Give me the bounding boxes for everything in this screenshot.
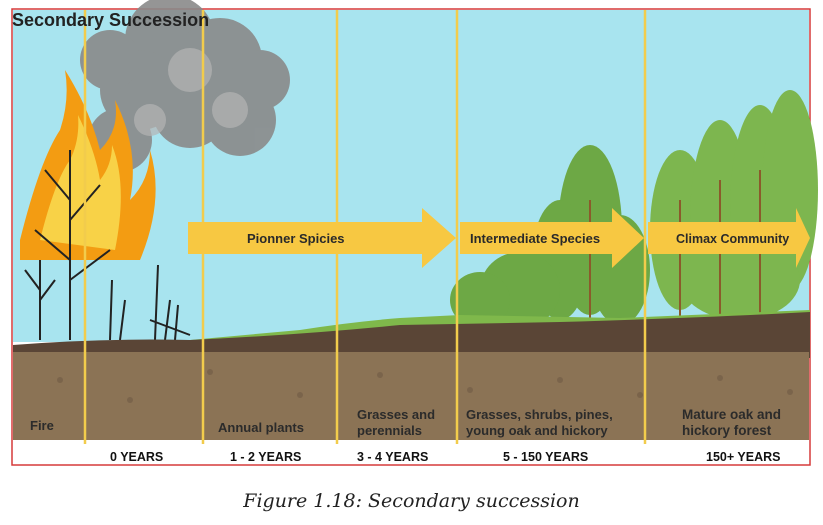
arrow-climax bbox=[648, 208, 810, 268]
stage-line: young oak and hickory bbox=[466, 423, 608, 438]
stage-label-shrubs: Grasses, shrubs, pines, young oak and hi… bbox=[466, 407, 613, 439]
stage-label-fire: Fire bbox=[30, 418, 54, 434]
stage-line: Fire bbox=[30, 418, 54, 433]
stage-line: Mature oak and bbox=[682, 407, 782, 422]
arrow-label-intermediate: Intermediate Species bbox=[470, 231, 601, 246]
stage-line: Grasses and bbox=[357, 407, 436, 422]
topsoil bbox=[13, 312, 810, 358]
stage-label-annual: Annual plants bbox=[218, 420, 304, 436]
stage-line: Grasses, shrubs, pines, bbox=[466, 407, 613, 422]
subsoil bbox=[13, 352, 809, 440]
soil-speckles bbox=[57, 369, 793, 403]
year-label: 0 YEARS bbox=[110, 450, 164, 464]
arrow-pioneer bbox=[188, 208, 456, 268]
figure-caption: Figure 1.18: Secondary succession bbox=[243, 490, 580, 512]
stage-line: perennials bbox=[357, 423, 423, 438]
year-label: 1 - 2 YEARS bbox=[230, 450, 302, 464]
stage-label-forest: Mature oak and hickory forest bbox=[682, 407, 781, 439]
year-label: 150+ YEARS bbox=[706, 450, 781, 464]
arrow-label-pioneer: Pionner Spicies bbox=[247, 231, 345, 246]
stage-line: Annual plants bbox=[218, 420, 304, 435]
stage-line: hickory forest bbox=[682, 423, 772, 438]
arrow-label-climax: Climax Community bbox=[676, 232, 790, 246]
year-label: 3 - 4 YEARS bbox=[357, 450, 429, 464]
diagram-title: Secondary Succession bbox=[12, 10, 210, 30]
stage-label-grasses: Grasses and perennials bbox=[357, 407, 435, 439]
fire-flames bbox=[20, 70, 156, 260]
year-label: 5 - 150 YEARS bbox=[503, 450, 589, 464]
timeline-band bbox=[13, 440, 809, 464]
arrow-intermediate bbox=[460, 208, 644, 268]
